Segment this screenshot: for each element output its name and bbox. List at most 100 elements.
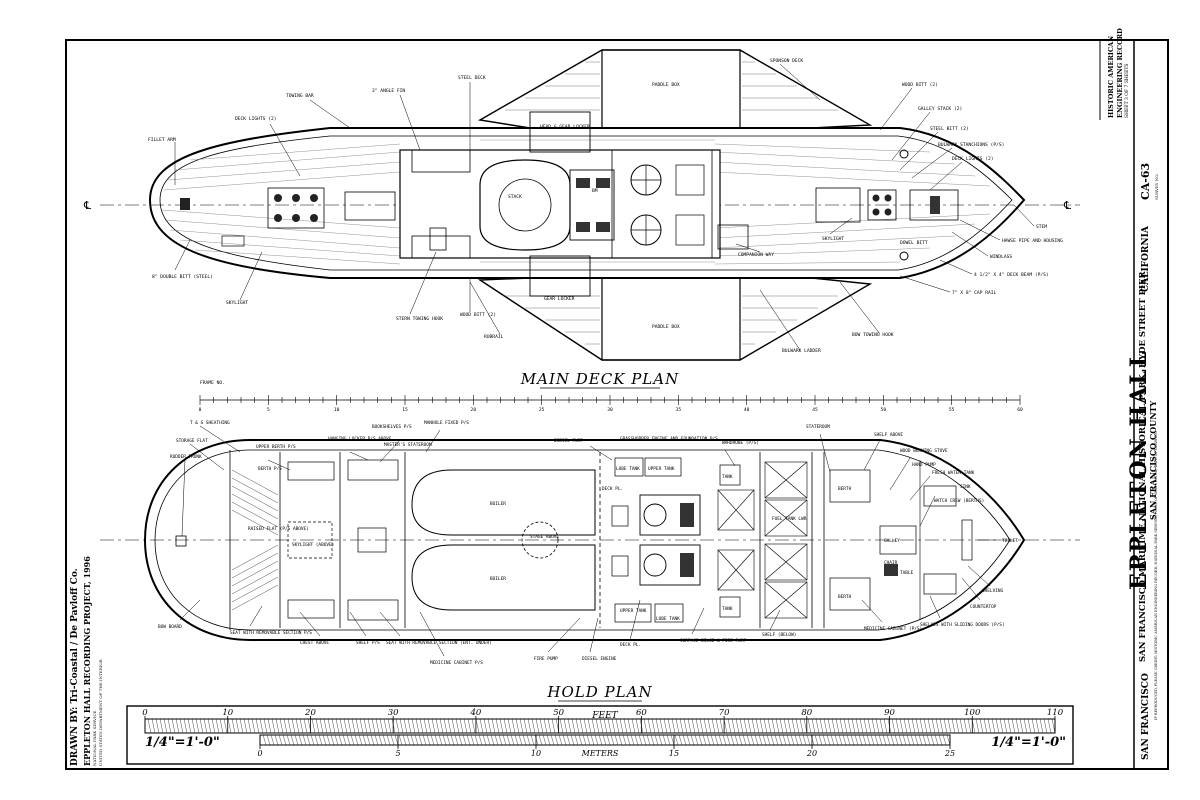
label-rudder-trunk: RUDDER TRUNK — [170, 454, 202, 460]
skylight-fwd — [815, 187, 861, 223]
title-state: CALIFORNIA — [1141, 226, 1151, 292]
bottom-paddle-box — [601, 277, 741, 361]
bulwark-line — [159, 135, 1013, 271]
frame-number: 20 — [471, 407, 477, 413]
feet-tick-label: 70 — [719, 708, 730, 718]
recording-project: EPPLETON HALL RECORDING PROJECT, 1996 — [82, 556, 92, 766]
label-surface-bilge: SURFACE BILGE & FIRE PUMP — [680, 638, 746, 644]
feet-label: FEET — [591, 711, 618, 721]
label-shelves-sliding: SHELVES WITH SLIDING DOORS (P/S) — [920, 622, 1005, 628]
label-countertop: COUNTERTOP — [970, 604, 997, 610]
label-storage-flat: STORAGE FLAT — [176, 438, 208, 444]
label-paddle-box-bottom: PADDLE BOX — [652, 324, 680, 330]
label-fire-pump: FIRE PUMP — [534, 656, 558, 662]
label-wood-stove: WOOD BURNING STOVE — [900, 448, 948, 454]
title-note: IF REPRODUCED, PLEASE CREDIT: HISTORIC A… — [1154, 431, 1158, 720]
meters-label: METERS — [581, 749, 619, 758]
frame-number: 0 — [199, 407, 202, 413]
label-fillet-arm: FILLET ARM — [148, 137, 176, 143]
engine-port — [639, 494, 701, 536]
label-sponson-deck: SPONSON DECK — [770, 58, 803, 64]
label-bow-board: BOW BOARD — [158, 624, 182, 630]
frame-number: 40 — [744, 407, 750, 413]
label-bulwark-ladder: BULWARK LADDER — [782, 348, 821, 354]
label-hanging-locker: HANGING LOCKER P/S ABOVE — [328, 436, 392, 442]
bottom-sponson — [477, 277, 873, 361]
label-wardrobe: WARDROBE (P/S) — [722, 440, 759, 446]
label-medicine-cabinet-2: MEDICINE CABINET (P/S) — [864, 626, 922, 632]
label-towing-bar: TOWING BAR — [286, 93, 314, 99]
frame-number: 25 — [539, 407, 545, 413]
feet-tick-label: 90 — [884, 708, 895, 718]
main-deck-plan: ℄ ℄ — [83, 49, 1080, 389]
label-tank-a: TANK — [722, 474, 733, 480]
haer-line-2: ENGINEERING RECORD — [1116, 28, 1124, 118]
sponsor-2: UNITED STATES DEPARTMENT OF THE INTERIOR — [98, 659, 103, 766]
scale-frame — [126, 705, 1074, 765]
label-hand-pump: HAND PUMP — [912, 462, 936, 468]
label-steel-deck: STEEL DECK — [458, 75, 486, 81]
label-deck-beam: 4 1/2" X 4" DECK BEAM (P/S) — [974, 272, 1049, 278]
meter-tick-label: 20 — [806, 749, 817, 758]
label-shelf-ps: SHELF P/S — [356, 640, 380, 646]
hold-plan: T & G SHEATHING STORAGE FLAT RUDDER TRUN… — [100, 420, 1080, 702]
label-medicine-cabinet: MEDICINE CABINET P/S — [430, 660, 483, 666]
label-upper-tank-top: UPPER TANK — [648, 466, 675, 472]
label-chair: CHAIR — [884, 560, 898, 566]
label-stack: STACK — [508, 194, 522, 200]
label-rubrail: RUBRAIL — [484, 334, 504, 340]
survey-number: CA-63 — [1139, 162, 1152, 200]
meter-tick-label: 25 — [944, 749, 955, 758]
feet-tick-label: 0 — [142, 708, 148, 718]
main-deck-title: MAIN DECK PLAN — [520, 370, 679, 388]
label-masters-stateroom: MASTER'S STATEROOM — [384, 442, 432, 448]
label-shelving: SHELVING — [982, 588, 1004, 594]
label-stern-towing-hook: STERN TOWING HOOK — [396, 316, 443, 322]
title-city: SAN FRANCISCO — [1141, 673, 1151, 760]
boiler-starboard — [411, 544, 596, 611]
sheet-number: SHEET 3 OF 7 SHEETS — [1125, 63, 1130, 119]
label-wood-bitt-fwd: WOOD BITT (2) — [902, 82, 938, 88]
feet-tick-label: 20 — [304, 708, 316, 718]
frame-number: 50 — [881, 407, 887, 413]
galley — [879, 525, 917, 555]
label-tank-b: TANK — [722, 606, 733, 612]
engine-starboard — [639, 544, 701, 586]
label-gr-engine: GRASSHOPPER ENGINE AND FOUNDATION P/S — [620, 436, 718, 442]
feet-tick-label: 50 — [553, 708, 564, 718]
label-paddle-box-top: PADDLE BOX — [652, 82, 680, 88]
lube-tank-port — [614, 457, 644, 477]
label-toilet: TOILET — [1002, 538, 1018, 544]
deck-planking — [161, 139, 991, 265]
frame-label: FRAME NO. — [200, 380, 225, 386]
windlass — [909, 189, 959, 221]
label-deck-pl-top: DECK PL. — [602, 486, 623, 492]
label-skylight-fwd: SKYLIGHT — [822, 236, 844, 242]
label-cap-rail: 7" X 8" CAP RAIL — [952, 290, 996, 296]
feet-tick-label: 110 — [1047, 708, 1064, 718]
sheet-border — [65, 39, 1169, 770]
feet-tick-label: 10 — [222, 708, 233, 718]
label-bow-towing-hook: BOW TOWING HOOK — [852, 332, 894, 338]
label-gear-locker: GEAR LOCKER — [544, 296, 575, 302]
top-paddle-box — [601, 49, 741, 129]
stern-towing-hook — [429, 227, 447, 251]
boiler-port — [411, 469, 596, 536]
label-table: TABLE — [900, 570, 914, 576]
label-companion-way: COMPANION WAY — [738, 252, 774, 258]
frame-number: 15 — [402, 407, 408, 413]
label-double-bitt: 8" DOUBLE BITT (STEEL) — [152, 274, 213, 280]
cl-symbol-right: ℄ — [1063, 199, 1071, 212]
scale-ratio-right: 1/4"=1'-0" — [991, 735, 1066, 750]
label-manhole: MANHOLE FIXED P/S — [424, 420, 469, 426]
label-upper-tank-bottom: UPPER TANK — [620, 608, 647, 614]
label-diesel-engine: DIESEL ENGINE — [582, 656, 617, 662]
drawn-by: DRAWN BY: Tri-Coastal / De Pavloff Co. — [70, 568, 80, 766]
lube-tank-starboard — [654, 603, 684, 623]
meter-tick-label: 5 — [395, 749, 400, 758]
label-boiler-port: BOILER — [490, 501, 506, 507]
label-chest-above: CHEST ABOVE — [300, 640, 329, 646]
label-lube-tank-bottom: LUBE TANK — [656, 616, 680, 622]
